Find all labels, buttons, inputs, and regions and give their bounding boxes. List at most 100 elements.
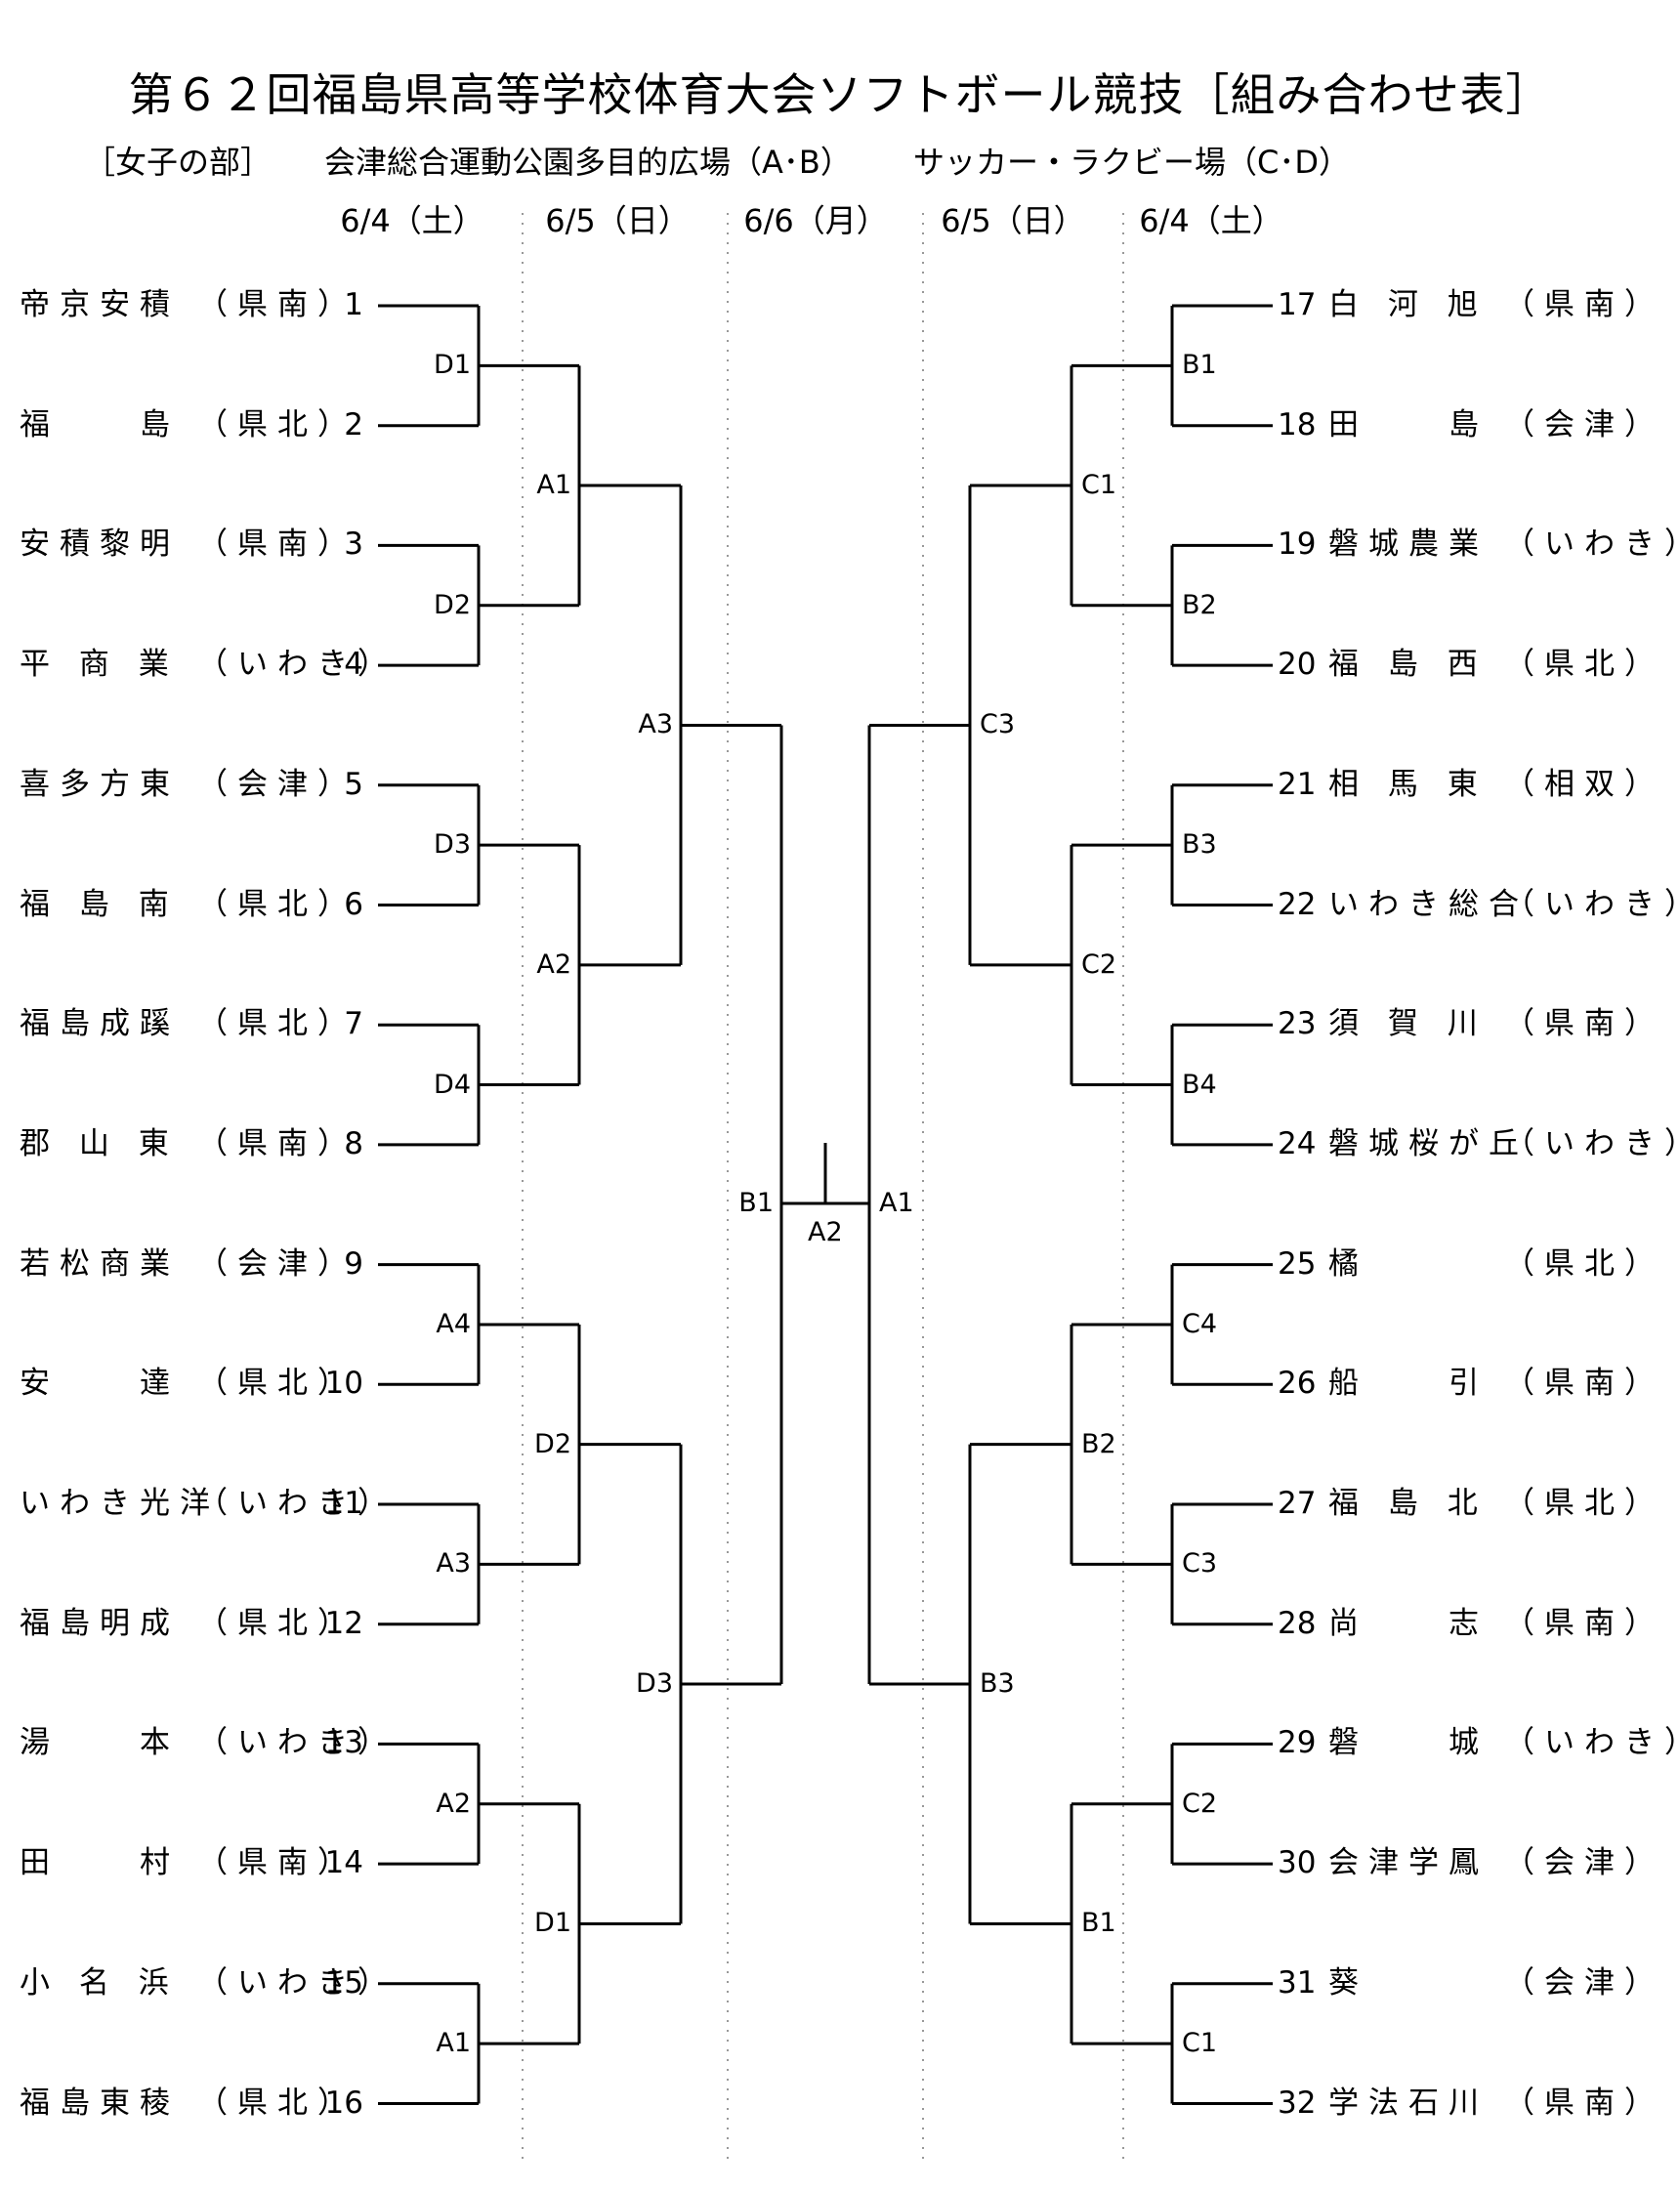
match-label-right: B1 xyxy=(1081,1908,1116,1939)
team-region-right: （県南） xyxy=(1504,1006,1664,1042)
team-seed-left: 16 xyxy=(324,2085,363,2121)
team-region-left: （県北） xyxy=(197,2085,357,2121)
team-name-left: 福島東稜 xyxy=(20,2085,180,2121)
team-name-left: 帝京安積 xyxy=(20,287,180,322)
team-region-right: （県南） xyxy=(1504,287,1664,322)
team-seed-right: 27 xyxy=(1278,1486,1317,1521)
team-name-left: 小 名 浜 xyxy=(20,1964,179,2001)
team-name-left: 福 島 南 xyxy=(20,886,179,922)
team-seed-right: 23 xyxy=(1278,1006,1317,1042)
team-name-left: 安積黎明 xyxy=(20,527,180,563)
semi-label-right: A1 xyxy=(879,1188,914,1218)
team-region-right: （県南） xyxy=(1504,1366,1664,1402)
team-seed-left: 4 xyxy=(344,647,363,683)
team-region-right: （県北） xyxy=(1504,1245,1664,1282)
team-seed-right: 28 xyxy=(1278,1605,1317,1641)
match-label-right: B1 xyxy=(1182,350,1217,381)
match-label-left: A2 xyxy=(436,1788,471,1819)
team-seed-right: 31 xyxy=(1278,1964,1317,2001)
match-label-right: C3 xyxy=(980,709,1016,740)
match-label-right: B3 xyxy=(980,1668,1015,1700)
team-region-left: （県南） xyxy=(197,527,357,563)
team-seed-left: 1 xyxy=(344,287,363,322)
team-name-right: 福 島 西 xyxy=(1328,647,1488,683)
match-label-right: C1 xyxy=(1182,2028,1218,2059)
team-region-right: （会津） xyxy=(1504,1964,1664,2001)
team-name-right: 磐城農業 xyxy=(1328,527,1489,563)
match-label-right: C2 xyxy=(1081,948,1117,980)
match-label-left: A3 xyxy=(436,1548,471,1580)
date-col-1: 6/4（土） xyxy=(340,202,484,239)
team-name-left: 若松商業 xyxy=(20,1245,180,1282)
team-name-left: 郡 山 東 xyxy=(20,1125,179,1161)
team-region-left: （県南） xyxy=(197,1845,357,1881)
match-label-left: D2 xyxy=(534,1428,571,1459)
team-name-right: 福 島 北 xyxy=(1328,1486,1488,1521)
team-name-right: 磐城桜が丘 xyxy=(1328,1125,1529,1161)
team-region-left: （県北） xyxy=(197,406,357,442)
venue-ab: 会津総合運動公園多目的広場（A･B） xyxy=(324,144,852,181)
match-label-left: A1 xyxy=(536,470,571,501)
team-seed-right: 19 xyxy=(1278,527,1317,563)
team-seed-left: 5 xyxy=(344,766,363,802)
match-label-right: B2 xyxy=(1182,589,1217,620)
team-seed-right: 24 xyxy=(1278,1125,1317,1161)
team-name-right: 葵 xyxy=(1328,1964,1368,2001)
team-region-left: （いわき） xyxy=(197,1486,398,1521)
team-name-right: 白 河 旭 xyxy=(1328,287,1488,322)
team-region-right: （県北） xyxy=(1504,647,1664,683)
team-seed-right: 17 xyxy=(1278,287,1317,322)
match-label-left: D1 xyxy=(434,350,471,381)
match-label-left: D2 xyxy=(434,589,471,620)
team-seed-left: 3 xyxy=(344,527,363,563)
team-seed-right: 20 xyxy=(1278,647,1317,683)
team-region-right: （いわき） xyxy=(1504,1125,1680,1161)
team-region-left: （いわき） xyxy=(197,1725,398,1761)
match-label-right: C4 xyxy=(1182,1308,1218,1339)
team-name-right: 橘 xyxy=(1328,1245,1368,1282)
team-name-right: いわき総合 xyxy=(1328,886,1529,922)
team-region-left: （県北） xyxy=(197,1605,357,1641)
match-label-right: C1 xyxy=(1081,470,1117,501)
team-region-left: （いわき） xyxy=(197,1964,398,2001)
team-seed-right: 22 xyxy=(1278,886,1317,922)
team-seed-right: 30 xyxy=(1278,1845,1317,1881)
team-seed-left: 2 xyxy=(344,406,363,442)
date-col-3: 6/6（月） xyxy=(743,202,888,239)
match-label-left: A4 xyxy=(436,1308,471,1339)
team-region-left: （県北） xyxy=(197,1366,357,1402)
match-label-left: A3 xyxy=(638,709,673,740)
team-seed-right: 26 xyxy=(1278,1366,1317,1402)
match-label-right: B4 xyxy=(1182,1069,1217,1100)
team-seed-left: 13 xyxy=(324,1725,363,1761)
team-seed-left: 6 xyxy=(344,886,363,922)
team-name-right: 会津学鳳 xyxy=(1328,1845,1489,1881)
team-region-left: （会津） xyxy=(197,1245,357,1282)
team-name-left: 福島成蹊 xyxy=(20,1006,180,1042)
team-seed-left: 11 xyxy=(324,1486,363,1521)
team-name-right: 田 島 xyxy=(1328,406,1489,442)
team-name-right: 学法石川 xyxy=(1328,2085,1489,2121)
match-label-right: C2 xyxy=(1182,1788,1218,1819)
venue-cd: サッカー・ラクビー場（C･D） xyxy=(913,144,1350,181)
match-label-right: B3 xyxy=(1182,829,1217,861)
match-label-right: C3 xyxy=(1182,1548,1218,1580)
team-region-left: （県北） xyxy=(197,886,357,922)
team-name-left: 喜多方東 xyxy=(20,766,180,802)
team-seed-right: 29 xyxy=(1278,1725,1317,1761)
team-region-right: （いわき） xyxy=(1504,886,1680,922)
team-region-left: （県南） xyxy=(197,287,357,322)
date-col-2: 6/5（日） xyxy=(545,202,690,239)
team-name-left: いわき光洋 xyxy=(20,1486,220,1521)
team-name-right: 磐 城 xyxy=(1328,1725,1489,1761)
team-region-right: （県南） xyxy=(1504,2085,1664,2121)
date-col-4: 6/5（日） xyxy=(941,202,1085,239)
final-label: A2 xyxy=(808,1217,843,1247)
page-title: 第６２回福島県高等学校体育大会ソフトボール競技［組み合わせ表］ xyxy=(128,68,1552,121)
team-seed-right: 32 xyxy=(1278,2085,1317,2121)
team-region-left: （県南） xyxy=(197,1125,357,1161)
team-seed-left: 12 xyxy=(324,1605,363,1641)
team-seed-left: 8 xyxy=(344,1125,363,1161)
team-name-right: 船 引 xyxy=(1328,1366,1489,1402)
match-label-left: A2 xyxy=(536,948,571,980)
